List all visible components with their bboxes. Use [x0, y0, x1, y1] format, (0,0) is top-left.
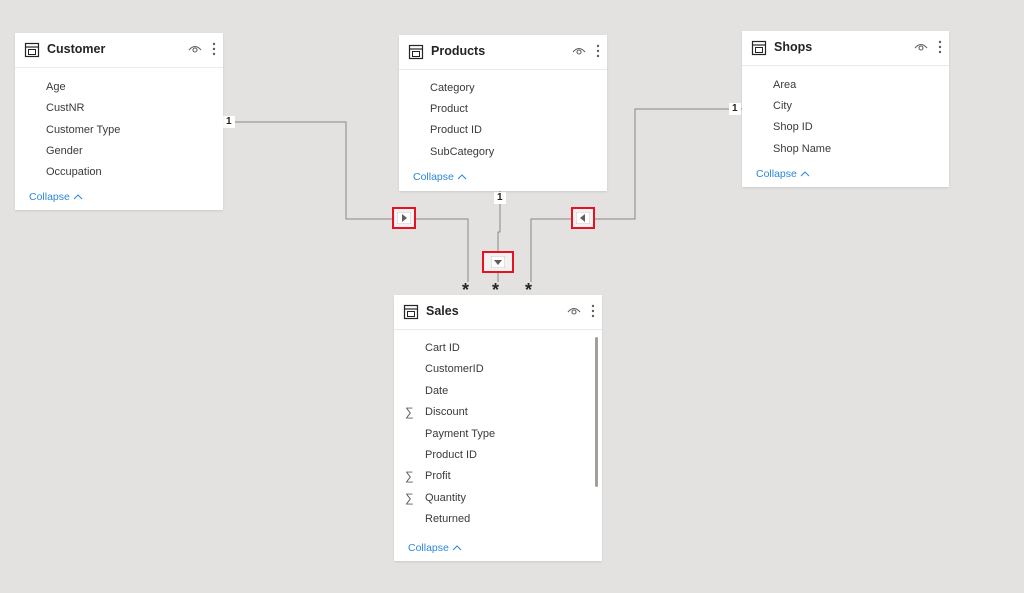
field-date[interactable]: Date [425, 385, 449, 397]
field-occupation[interactable]: Occupation [46, 166, 102, 178]
collapse-label: Collapse [408, 542, 449, 554]
collapse-label: Collapse [29, 191, 70, 203]
cardinality-one-customer: 1 [223, 116, 235, 128]
field-age[interactable]: Age [46, 81, 66, 93]
collapse-label: Collapse [413, 171, 454, 183]
more-options-icon[interactable] [212, 40, 216, 58]
field-shop-id[interactable]: Shop ID [773, 121, 813, 133]
sigma-icon: ∑ [405, 469, 414, 483]
collapse-button[interactable]: Collapse [29, 191, 83, 203]
field-product-id[interactable]: Product ID [430, 124, 482, 136]
filter-direction-right-icon [397, 212, 411, 224]
table-card-shops[interactable]: Shops Area City Shop ID Shop Name Collap… [742, 31, 949, 187]
relationship-line-shops-sales [530, 108, 742, 282]
field-quantity[interactable]: Quantity [425, 492, 466, 504]
table-header[interactable]: Shops [742, 31, 949, 66]
field-custnr[interactable]: CustNR [46, 102, 85, 114]
filter-direction-down-icon [491, 256, 505, 268]
sigma-icon: ∑ [405, 491, 414, 505]
field-product[interactable]: Product [430, 103, 468, 115]
collapse-button[interactable]: Collapse [756, 168, 810, 180]
collapse-button[interactable]: Collapse [408, 542, 462, 554]
collapse-label: Collapse [756, 168, 797, 180]
field-profit[interactable]: Profit [425, 470, 451, 482]
eye-icon[interactable] [914, 42, 928, 52]
field-area[interactable]: Area [773, 79, 797, 91]
collapse-button[interactable]: Collapse [413, 171, 467, 183]
sigma-icon: ∑ [405, 405, 414, 419]
field-customer-type[interactable]: Customer Type [46, 124, 121, 136]
table-title: Products [431, 44, 486, 58]
table-icon [751, 40, 767, 56]
cardinality-many-customer: * [462, 280, 470, 300]
table-header[interactable]: Products [399, 35, 607, 70]
field-city[interactable]: City [773, 100, 792, 112]
field-payment-type[interactable]: Payment Type [425, 428, 496, 440]
field-subcategory[interactable]: SubCategory [430, 146, 495, 158]
filter-direction-left-icon [576, 212, 590, 224]
more-options-icon[interactable] [591, 302, 595, 320]
chevron-up-icon [800, 171, 810, 177]
cardinality-one-shops: 1 [729, 103, 741, 115]
table-card-sales[interactable]: Sales Cart ID CustomerID Date ∑ Discount… [394, 295, 602, 561]
table-title: Sales [426, 304, 459, 318]
eye-icon[interactable] [572, 46, 586, 56]
table-title: Shops [774, 40, 813, 54]
chevron-up-icon [457, 174, 467, 180]
table-card-customer[interactable]: Customer Age CustNR Customer Type Gender… [15, 33, 223, 210]
table-icon [403, 304, 419, 320]
chevron-up-icon [73, 194, 83, 200]
field-discount[interactable]: Discount [425, 406, 468, 418]
eye-icon[interactable] [567, 306, 581, 316]
field-product-id[interactable]: Product ID [425, 449, 477, 461]
cardinality-one-products: 1 [494, 192, 506, 204]
relationship-line-customer-sales [223, 121, 469, 282]
more-options-icon[interactable] [596, 42, 600, 60]
eye-icon[interactable] [188, 44, 202, 54]
table-header[interactable]: Sales [394, 295, 602, 330]
field-category[interactable]: Category [430, 82, 475, 94]
cardinality-many-shops: * [525, 280, 533, 300]
filter-direction-right-marker[interactable] [392, 207, 416, 229]
more-options-icon[interactable] [938, 38, 942, 56]
chevron-up-icon [452, 545, 462, 551]
table-title: Customer [47, 42, 106, 56]
table-card-products[interactable]: Products Category Product Product ID Sub… [399, 35, 607, 191]
field-customerid[interactable]: CustomerID [425, 363, 484, 375]
scrollbar[interactable] [595, 337, 598, 487]
table-header[interactable]: Customer [15, 33, 223, 68]
table-icon [24, 42, 40, 58]
field-returned[interactable]: Returned [425, 513, 471, 525]
field-cart-id[interactable]: Cart ID [425, 342, 460, 354]
filter-direction-down-marker[interactable] [482, 251, 514, 273]
field-gender[interactable]: Gender [46, 145, 83, 157]
cardinality-many-products: * [492, 280, 500, 300]
table-icon [408, 44, 424, 60]
filter-direction-left-marker[interactable] [571, 207, 595, 229]
field-shop-name[interactable]: Shop Name [773, 143, 832, 155]
